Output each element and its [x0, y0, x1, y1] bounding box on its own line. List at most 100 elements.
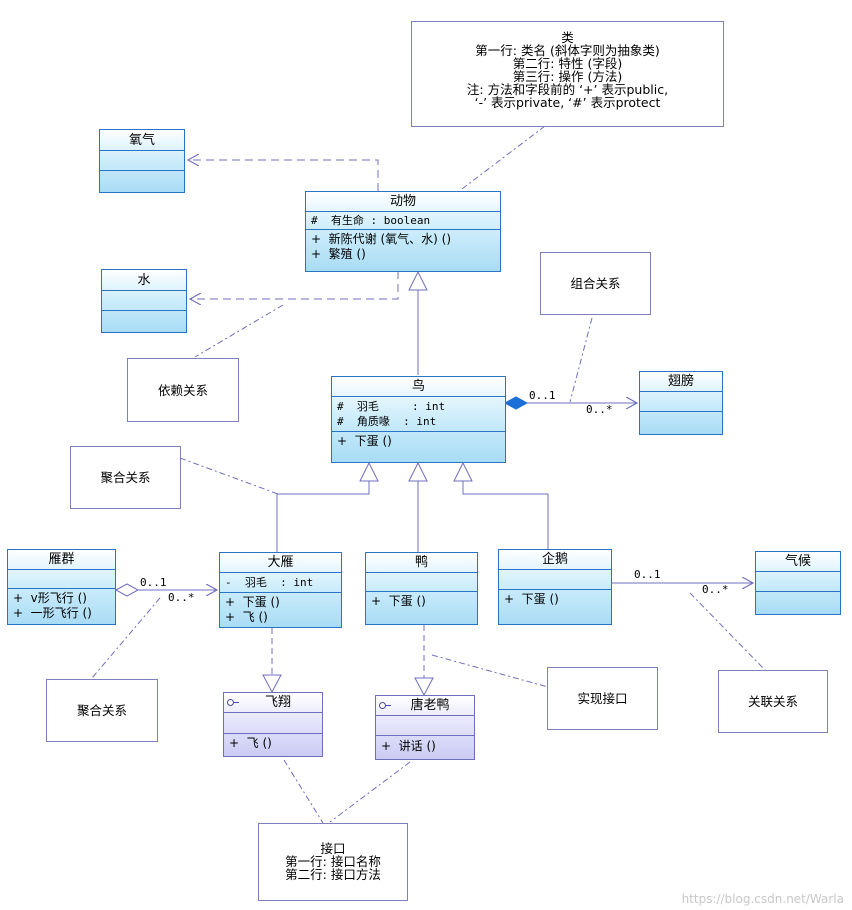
class-divider [8, 569, 115, 570]
class-operation: + v形飞行 () [13, 591, 87, 605]
aggregation-diamond [114, 583, 140, 597]
class-divider [499, 589, 611, 590]
class-name: 动物 [389, 194, 416, 209]
class-operation: + 下蛋 () [504, 592, 559, 606]
class-goose[interactable]: 大雁 - 羽毛 : int + 下蛋 () + 飞 () [219, 552, 342, 628]
class-divider [306, 229, 500, 230]
interface-fly[interactable]: 飞翔 + 飞 () [223, 692, 323, 757]
note-line: 接口 [320, 841, 346, 856]
multiplicity-label: 0..* [702, 583, 729, 596]
class-name: 氧气 [128, 133, 155, 148]
generalization-arrowhead [408, 461, 428, 482]
class-attribute: # 有生命 : boolean [311, 214, 431, 227]
note-line: 第一行: 接口名称 [285, 854, 381, 869]
class-animal[interactable]: 动物 # 有生命 : boolean + 新陈代谢 (氧气、水) () + 繁殖… [305, 191, 501, 272]
class-divider [376, 715, 474, 716]
class-oxygen[interactable]: 氧气 [99, 129, 185, 193]
note-line: 第二行: 特性 (字段) [512, 56, 623, 71]
class-divider [220, 572, 341, 573]
class-divider [366, 591, 477, 592]
dependency-note-anchor [194, 304, 284, 358]
class-name: 企鹅 [541, 552, 568, 567]
class-attribute: - 羽毛 : int [225, 576, 314, 589]
class-divider [366, 572, 477, 573]
aggregation-note-top: 聚合关系 [70, 446, 181, 509]
note-line: 注: 方法和字段前的 ‘+’ 表示public, [466, 82, 669, 97]
note-line: 第二行: 接口方法 [285, 867, 381, 882]
class-divider [332, 396, 505, 397]
multiplicity-label: 0..1 [140, 576, 167, 589]
class-penguin[interactable]: 企鹅 + 下蛋 () [498, 549, 612, 625]
realization-arrowhead [262, 674, 282, 694]
interface-lollipop-icon [379, 702, 391, 709]
note-line: 实现接口 [577, 691, 628, 706]
generalization-arrowhead [408, 270, 428, 291]
class-divider [640, 391, 722, 392]
note-line: 第一行: 类名 (斜体字则为抽象类) [475, 43, 660, 58]
class-operation: + 飞 () [225, 610, 268, 624]
interface-name: 唐老鸭 [410, 698, 450, 713]
note-line: ‘-’ 表示private, ‘#’ 表示protect [474, 95, 661, 110]
multiplicity-label: 0..* [586, 403, 613, 416]
class-name: 雁群 [48, 552, 75, 567]
class-note-anchor [461, 125, 546, 190]
note-line: 关联关系 [747, 694, 798, 709]
class-name: 翅膀 [667, 374, 694, 389]
multiplicity-label: 0..* [168, 591, 195, 604]
class-climate[interactable]: 气候 [755, 551, 841, 615]
class-divider [499, 569, 611, 570]
class-name: 鸟 [411, 379, 425, 394]
generalization-arrowhead [359, 461, 379, 482]
class-divider [306, 211, 500, 212]
interface-lollipop-icon [227, 699, 239, 706]
class-divider [224, 712, 322, 713]
class-bird[interactable]: 鸟 # 羽毛 : int # 角质喙 : int + 下蛋 () [331, 376, 506, 463]
class-divider [756, 571, 840, 572]
class-operation: + 新陈代谢 (氧气、水) () [311, 232, 452, 246]
class-goose-flock[interactable]: 雁群 + v形飞行 () + 一形飞行 () [7, 549, 116, 625]
class-divider [100, 170, 184, 171]
class-name: 气候 [784, 554, 811, 569]
class-duck[interactable]: 鸭 + 下蛋 () [365, 552, 478, 625]
association-note-anchor [689, 592, 766, 671]
interface-note-anchor-right [329, 761, 411, 823]
class-wing[interactable]: 翅膀 [639, 371, 723, 435]
class-divider [8, 588, 115, 589]
class-operation: + 下蛋 () [337, 434, 392, 448]
class-divider [376, 735, 474, 736]
class-operation: + 下蛋 () [225, 595, 280, 609]
class-water[interactable]: 水 [101, 269, 187, 333]
composition-note-anchor [569, 317, 593, 403]
note-line: 组合关系 [570, 276, 621, 291]
class-divider [224, 733, 322, 734]
class-attribute: # 角质喙 : int [337, 415, 437, 428]
class-attribute: # 羽毛 : int [337, 400, 446, 413]
interface-donald-duck[interactable]: 唐老鸭 + 讲话 () [375, 695, 475, 760]
interface-operation: + 讲话 () [381, 739, 436, 753]
class-divider [102, 310, 186, 311]
interface-operation: + 飞 () [229, 736, 272, 750]
composition-diamond [503, 396, 529, 410]
class-divider [756, 591, 840, 592]
class-name: 水 [137, 273, 151, 288]
note-line: 类 [561, 30, 574, 45]
aggregation-note-anchor-top [179, 457, 279, 495]
multiplicity-label: 0..1 [634, 568, 661, 581]
multiplicity-label: 0..1 [529, 389, 556, 402]
class-operation: + 下蛋 () [371, 594, 426, 608]
realization-note-anchor [431, 654, 549, 688]
class-operation: + 一形飞行 () [13, 606, 92, 620]
generalization-arrowhead [453, 461, 473, 482]
class-name: 大雁 [267, 555, 294, 570]
realization-arrowhead [414, 677, 434, 697]
aggregation-note-anchor-bottom [91, 597, 161, 679]
class-legend-note: 类 第一行: 类名 (斜体字则为抽象类) 第二行: 特性 (字段) 第三行: 操… [411, 21, 724, 127]
interface-name: 飞翔 [264, 695, 291, 710]
note-line: 聚合关系 [76, 703, 127, 718]
composition-note: 组合关系 [540, 252, 651, 315]
interface-note-anchor-left [283, 759, 324, 824]
class-divider [102, 290, 186, 291]
dependency-water-line [190, 271, 399, 299]
